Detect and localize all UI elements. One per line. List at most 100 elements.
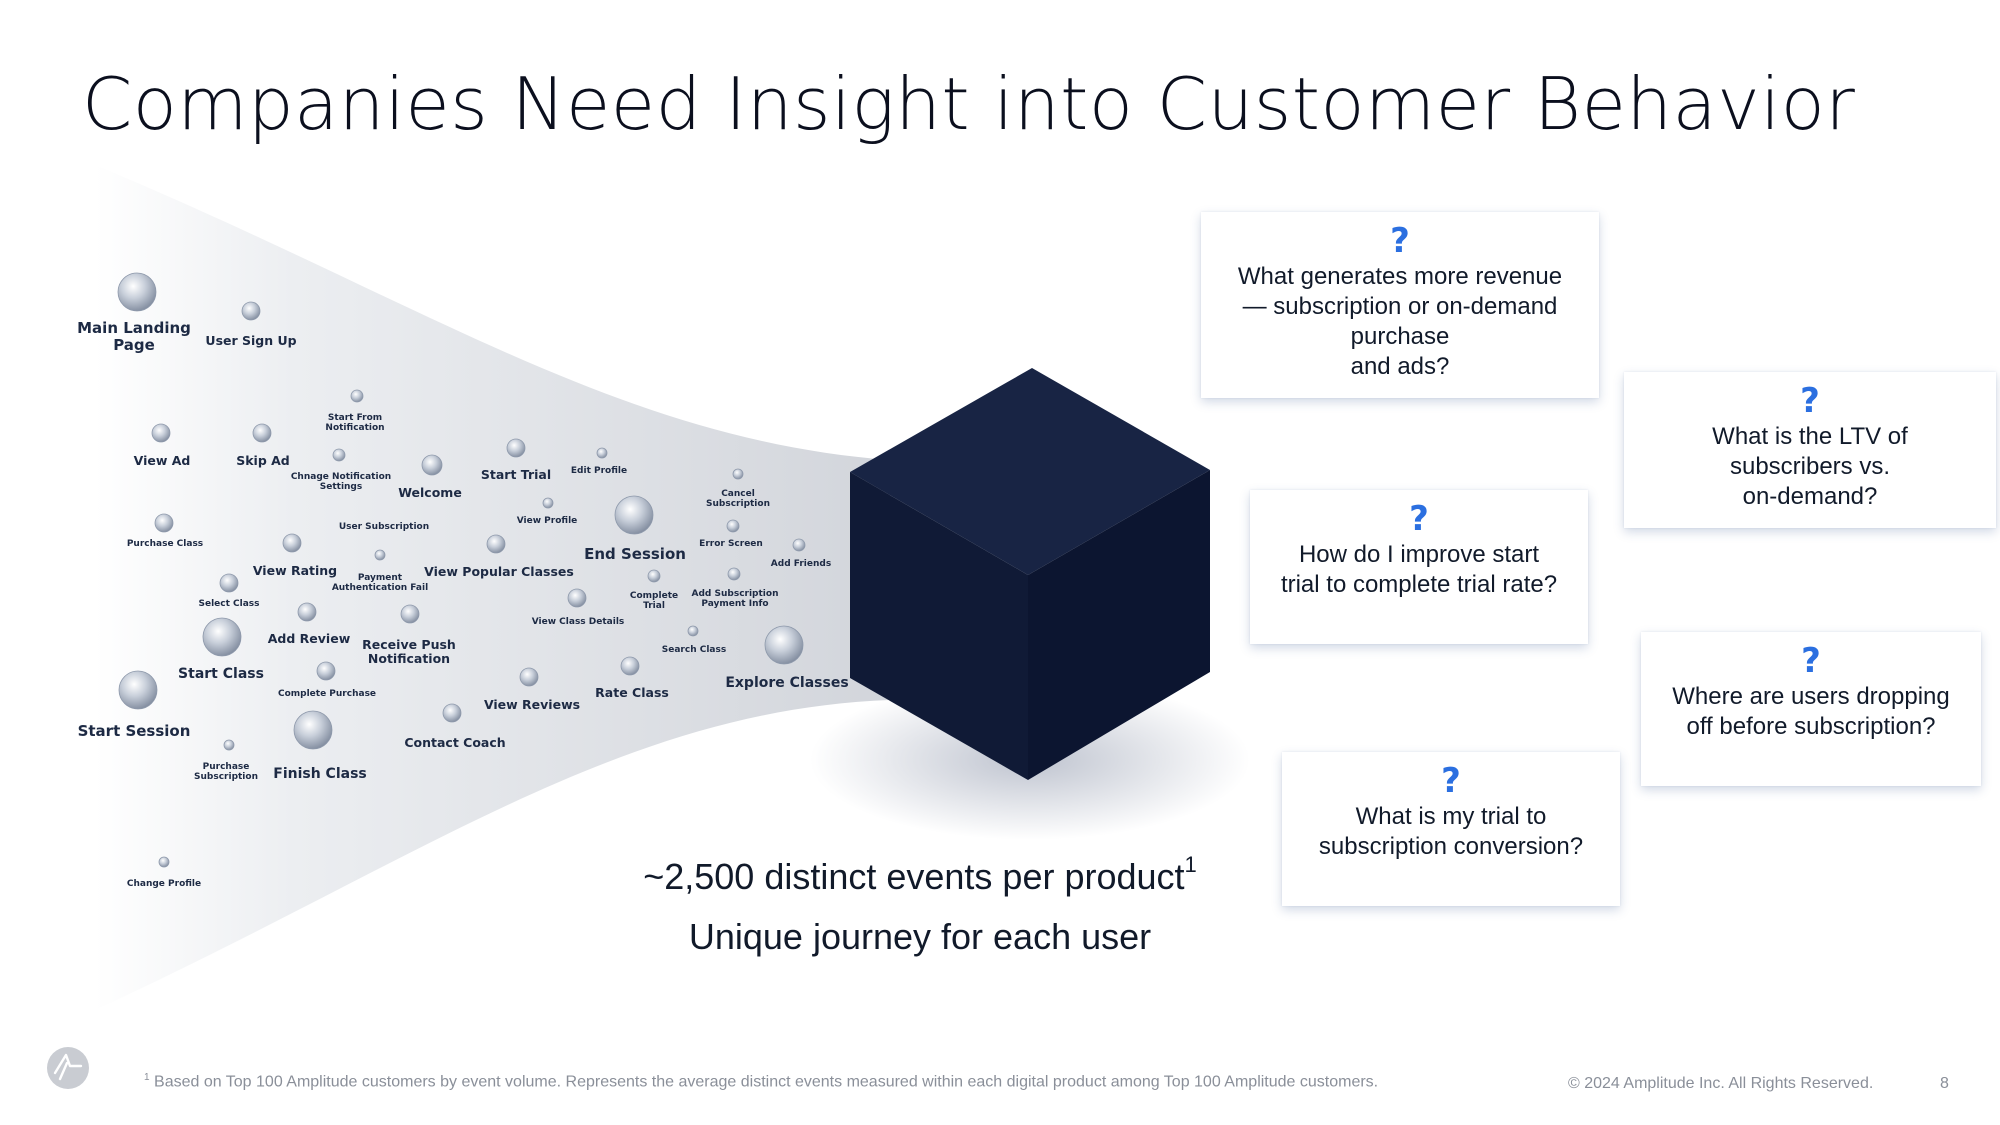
event-bubble-error-screen [726,519,740,533]
event-label-add-subscription-payment-info: Add Subscription Payment Info [691,589,779,609]
event-bubble-edit-profile [596,447,608,459]
event-label-contact-coach: Contact Coach [404,735,506,750]
event-bubble-cancel-subscription [732,468,744,480]
footnote-text: Based on Top 100 Amplitude customers by … [154,1073,1379,1091]
event-bubble-explore-classes [764,625,804,665]
event-bubble-purchase-class [154,513,174,533]
question-text: Where are users dropping off before subs… [1672,683,1950,740]
event-bubble-add-subscription-payment-info [727,567,741,581]
question-text: What generates more revenue — subscripti… [1237,263,1563,380]
question-mark-icon: ? [1441,761,1461,801]
event-bubble-search-class [687,625,699,637]
event-label-explore-classes: Explore Classes [725,675,849,691]
event-label-purchase-subscription: Purchase Subscription [194,762,258,782]
event-label-purchase-class: Purchase Class [126,539,204,549]
footnote-ref: 1 [1184,852,1197,877]
footnote: 1 Based on Top 100 Amplitude customers b… [144,1072,1378,1091]
event-bubble-view-ad [151,423,171,443]
event-bubble-contact-coach [442,703,462,723]
event-label-view-rating: View Rating [252,563,338,578]
question-mark-icon: ? [1800,381,1820,421]
question-text: What is the LTV of subscribers vs. on-de… [1712,423,1908,510]
question-text: How do I improve start trial to complete… [1280,541,1558,598]
event-label-start-class: Start Class [178,666,264,682]
question-mark-icon: ? [1409,499,1429,539]
cube-right-face [1028,470,1210,780]
question-card-revenue: ? What generates more revenue — subscrip… [1201,212,1599,398]
question-card-dropoff: ? Where are users dropping off before su… [1641,632,1981,786]
event-bubble-view-profile [542,497,554,509]
event-label-end-session: End Session [584,545,686,563]
event-bubble-start-class [202,617,242,657]
copyright: © 2024 Amplitude Inc. All Rights Reserve… [1568,1075,1874,1092]
event-bubble-rate-class [620,656,640,676]
journey-stat: Unique journey for each user [688,916,1152,957]
event-bubble-receive-push-notification [400,604,420,624]
event-bubble-chnage-notification-settings [332,448,346,462]
question-text: What is my trial to subscription convers… [1318,803,1584,860]
event-bubble-change-profile [158,856,170,868]
slide-title: Companies Need Insight into Customer Beh… [82,62,1856,146]
event-bubble-user-sign-up [241,301,261,321]
cube-left-face [850,472,1028,780]
event-label-search-class: Search Class [661,645,727,655]
event-label-chnage-notification-settings: Chnage Notification Settings [290,472,392,492]
event-label-finish-class: Finish Class [273,766,367,782]
event-count-text: ~2,500 distinct events per product [643,856,1185,897]
event-bubble-complete-trial [647,569,661,583]
event-label-view-ad: View Ad [133,453,191,468]
event-bubble-welcome [421,454,443,476]
event-bubble-view-popular-classes [486,534,506,554]
question-mark-icon: ? [1801,641,1821,681]
event-bubbles [117,272,806,868]
question-card-trial-rate: ? How do I improve start trial to comple… [1250,490,1588,644]
event-label-view-popular-classes: View Popular Classes [424,564,574,579]
event-label-user-sign-up: User Sign Up [205,333,297,348]
cube-top-face [850,368,1210,575]
event-label-payment-authentication-fail: Payment Authentication Fail [331,573,429,593]
event-label-complete-trial: Complete Trial [629,591,679,611]
event-bubble-skip-ad [252,423,272,443]
event-label-view-profile: View Profile [516,516,578,526]
event-label-select-class: Select Class [198,599,260,609]
event-label-start-from-notification: Start From Notification [325,413,385,433]
footnote-marker: 1 [144,1072,150,1083]
page-number: 8 [1940,1075,1949,1092]
event-label-change-profile: Change Profile [126,879,202,889]
amplitude-logo [47,1047,89,1089]
event-bubble-complete-purchase [316,661,336,681]
question-card-ltv: ? What is the LTV of subscribers vs. on-… [1624,372,1996,528]
event-label-user-subscription: User Subscription [338,522,430,532]
event-label-start-session: Start Session [77,722,191,740]
event-label-skip-ad: Skip Ad [236,453,290,468]
event-label-welcome: Welcome [398,485,462,500]
event-label-view-class-details: View Class Details [531,617,625,627]
event-count-stat: ~2,500 distinct events per product1 [643,852,1197,898]
event-label-complete-purchase: Complete Purchase [277,689,377,699]
event-label-add-review: Add Review [267,631,351,646]
event-bubble-add-review [297,602,317,622]
event-label-error-screen: Error Screen [699,539,763,549]
question-mark-icon: ? [1390,221,1410,261]
event-bubble-select-class [219,573,239,593]
event-bubble-view-reviews [519,667,539,687]
event-label-cancel-subscription: Cancel Subscription [706,489,770,509]
event-bubble-add-friends [792,538,806,552]
event-label-view-reviews: View Reviews [483,697,581,712]
event-bubble-start-from-notification [350,389,364,403]
event-bubble-finish-class [293,710,333,750]
event-label-receive-push-notification: Receive Push Notification [362,637,456,666]
event-label-edit-profile: Edit Profile [570,466,628,476]
event-label-main-landing-page: Main Landing Page [77,319,191,354]
event-label-start-trial: Start Trial [480,467,552,482]
event-bubble-payment-authentication-fail [374,549,386,561]
event-bubble-purchase-subscription [223,739,235,751]
funnel-shape [95,165,890,1010]
event-bubble-view-rating [282,533,302,553]
question-card-conversion: ? What is my trial to subscription conve… [1282,752,1620,906]
event-bubble-main-landing-page [117,272,157,312]
event-label-rate-class: Rate Class [595,685,669,700]
event-bubble-view-class-details [567,588,587,608]
